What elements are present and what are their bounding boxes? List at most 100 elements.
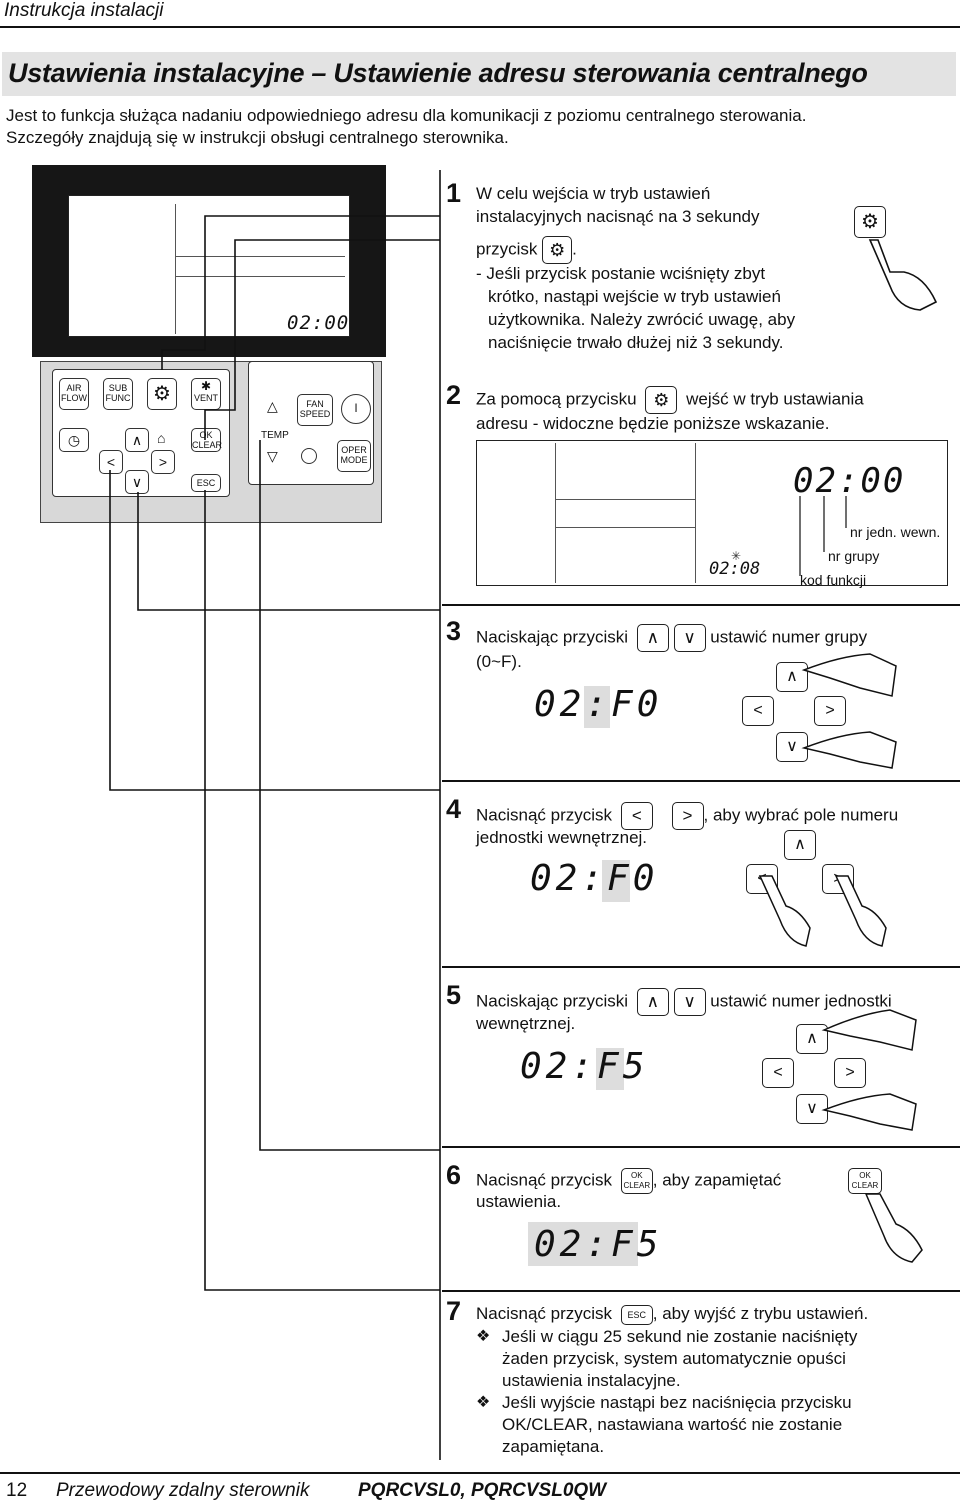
divider-step-6: [442, 1146, 960, 1148]
vent-icon: ✱: [200, 379, 212, 393]
step-1-line-2: instalacyjnych nacisnąć na 3 sekundy: [476, 207, 760, 226]
down-key[interactable]: ∨: [125, 470, 149, 494]
gear-icon: ⚙: [653, 390, 670, 410]
step-4-number: 4: [446, 794, 462, 824]
vent-key[interactable]: ✱VENT: [191, 378, 221, 410]
ok-clear-key-illustration: OK CLEAR: [848, 1168, 882, 1194]
remote-controller: 02:00 AIR FLOW SUB FUNC ⚙ ✱VENT ◷ ∧ ⌂ OK…: [32, 165, 386, 525]
chevron-down-icon: ∨: [683, 992, 696, 1011]
step-3-digit-highlight: [584, 686, 610, 728]
finger-press-icon: [864, 1193, 923, 1263]
temp-up-icon[interactable]: △: [267, 398, 278, 414]
step-3-line-2: (0~F).: [476, 652, 522, 671]
hand-icon: [821, 1093, 917, 1131]
chevron-right-icon: >: [825, 702, 835, 719]
chevron-up-icon: ∧: [131, 432, 143, 448]
step-4-line-2: jednostki wewnętrznej.: [476, 828, 648, 847]
step-7-bullet-2-line-1: Jeśli wyjście nastąpi bez naciśnięcia pr…: [502, 1393, 852, 1412]
step-1-note-2: krótko, nastąpi wejście w tryb ustawień: [488, 287, 781, 306]
step-7-line-1: Nacisnąć przycisk ESC, aby wyjść z trybu…: [476, 1304, 869, 1325]
step-5-digit-highlight: [596, 1048, 624, 1090]
timer-key[interactable]: ◷: [59, 428, 89, 452]
home-icon: ⌂: [157, 430, 166, 446]
step-6-line-2: ustawienia.: [476, 1192, 562, 1211]
left-key-illustration: <: [762, 1058, 794, 1088]
step-6-display-background: [528, 1222, 638, 1266]
ok-clear-key-inline: OK CLEAR: [620, 1168, 653, 1194]
blink-icon: ✳: [731, 549, 742, 563]
divider-step-5: [442, 966, 960, 968]
indicator-led: [301, 448, 317, 464]
step-1-note-1: - Jeśli przycisk postanie wciśnięty zbyt: [476, 264, 766, 283]
up-key-illustration: ∧: [784, 830, 816, 860]
label-function: kod funkcji: [800, 572, 867, 588]
step-1-note-4: naciśnięcie trwało dłużej niż 3 sekundy.: [488, 333, 784, 352]
footer-model: PQRCVSL0, PQRCVSL0QW: [358, 1480, 607, 1501]
down-key-illustration: ∨: [796, 1094, 828, 1124]
step-3-line-1: Naciskając przyciski ∧ ∨ ustawić numer g…: [476, 624, 867, 652]
label-group: nr grupy: [828, 548, 880, 564]
chevron-down-icon: ∨: [131, 474, 143, 490]
divider-step-7: [442, 1290, 960, 1292]
finger-press-icon: [868, 239, 938, 311]
step-5-number: 5: [446, 980, 462, 1010]
chevron-down-icon: ∨: [786, 738, 798, 755]
step-6-display: 02:F5: [534, 1224, 663, 1265]
temp-down-icon[interactable]: ▽: [267, 448, 278, 464]
footer-document: Przewodowy zdalny sterownik: [56, 1480, 310, 1501]
chevron-up-icon: ∧: [646, 992, 660, 1011]
chevron-up-icon: ∧: [786, 668, 798, 685]
chevron-right-icon: >: [158, 454, 168, 470]
step-4-display: 02:F0: [530, 858, 659, 899]
up-key-illustration: ∧: [796, 1024, 828, 1054]
left-key-inline: <: [620, 802, 653, 830]
step-1-note-3: użytkownika. Należy zwrócić uwagę, aby: [488, 310, 796, 329]
power-button[interactable]: ⏽: [341, 394, 371, 424]
hand-icon: [821, 1009, 917, 1051]
sub-func-key[interactable]: SUB FUNC: [103, 378, 133, 410]
oper-mode-key[interactable]: OPER MODE: [337, 440, 371, 472]
chevron-left-icon: <: [753, 702, 763, 719]
fan-speed-key[interactable]: FAN SPEED: [297, 394, 333, 426]
step-2-line-2: adresu - widoczne będzie poniższe wskaza…: [476, 414, 830, 433]
step-2-line-1: Za pomocą przycisku ⚙ wejść w tryb ustaw…: [476, 386, 864, 414]
air-flow-key[interactable]: AIR FLOW: [59, 378, 89, 410]
down-key-inline: ∨: [673, 624, 706, 652]
label-unit: nr jedn. wewn.: [850, 524, 941, 540]
right-key-inline: >: [671, 802, 704, 830]
step-7-bullet-1-line-3: ustawienia instalacyjne.: [502, 1371, 681, 1390]
esc-key[interactable]: ESC: [191, 474, 221, 492]
down-key-illustration: ∨: [776, 732, 808, 762]
step-1-line-3: przycisk ⚙.: [476, 236, 577, 264]
power-icon: ⏽: [350, 400, 362, 415]
right-key[interactable]: >: [151, 450, 175, 474]
chevron-right-icon: >: [845, 1064, 855, 1081]
step-7-bullet-2-line-3: zapamiętana.: [502, 1437, 605, 1456]
right-key-illustration: >: [814, 696, 846, 726]
intro-line-2: Szczegóły znajdują się w instrukcji obsł…: [6, 128, 509, 147]
gear-icon: ⚙: [549, 240, 566, 260]
up-key[interactable]: ∧: [125, 428, 149, 452]
step-6-line-1: Nacisnąć przycisk OK CLEAR, aby zapamięt…: [476, 1168, 781, 1194]
gear-icon: ⚙: [153, 383, 171, 405]
hand-icon: [801, 731, 897, 769]
bullet-icon: ❖: [476, 1394, 491, 1411]
footer-page-number: 12: [6, 1480, 28, 1501]
divider-step-4: [442, 780, 960, 782]
intro-line-1: Jest to funkcja służąca nadaniu odpowied…: [6, 106, 807, 125]
step-7-bullet-1-line-2: żaden przycisk, system automatycznie opu…: [502, 1349, 846, 1368]
settings-key[interactable]: ⚙: [147, 378, 177, 410]
ok-clear-key[interactable]: OK CLEAR: [191, 428, 223, 452]
clock-icon: ◷: [67, 432, 81, 448]
right-key-illustration: >: [834, 1058, 866, 1088]
settings-key-illustration: ⚙: [854, 206, 886, 238]
step-4-digit-highlight: [602, 860, 630, 902]
chevron-right-icon: >: [682, 806, 693, 825]
remote-keypad-right: △ TEMP ▽ FAN SPEED ⏽ OPER MODE: [248, 361, 374, 485]
left-key[interactable]: <: [99, 450, 123, 474]
footer-divider: [0, 1472, 960, 1474]
step-2-display-small: 02:08: [709, 559, 761, 579]
chevron-down-icon: ∨: [806, 1100, 818, 1117]
